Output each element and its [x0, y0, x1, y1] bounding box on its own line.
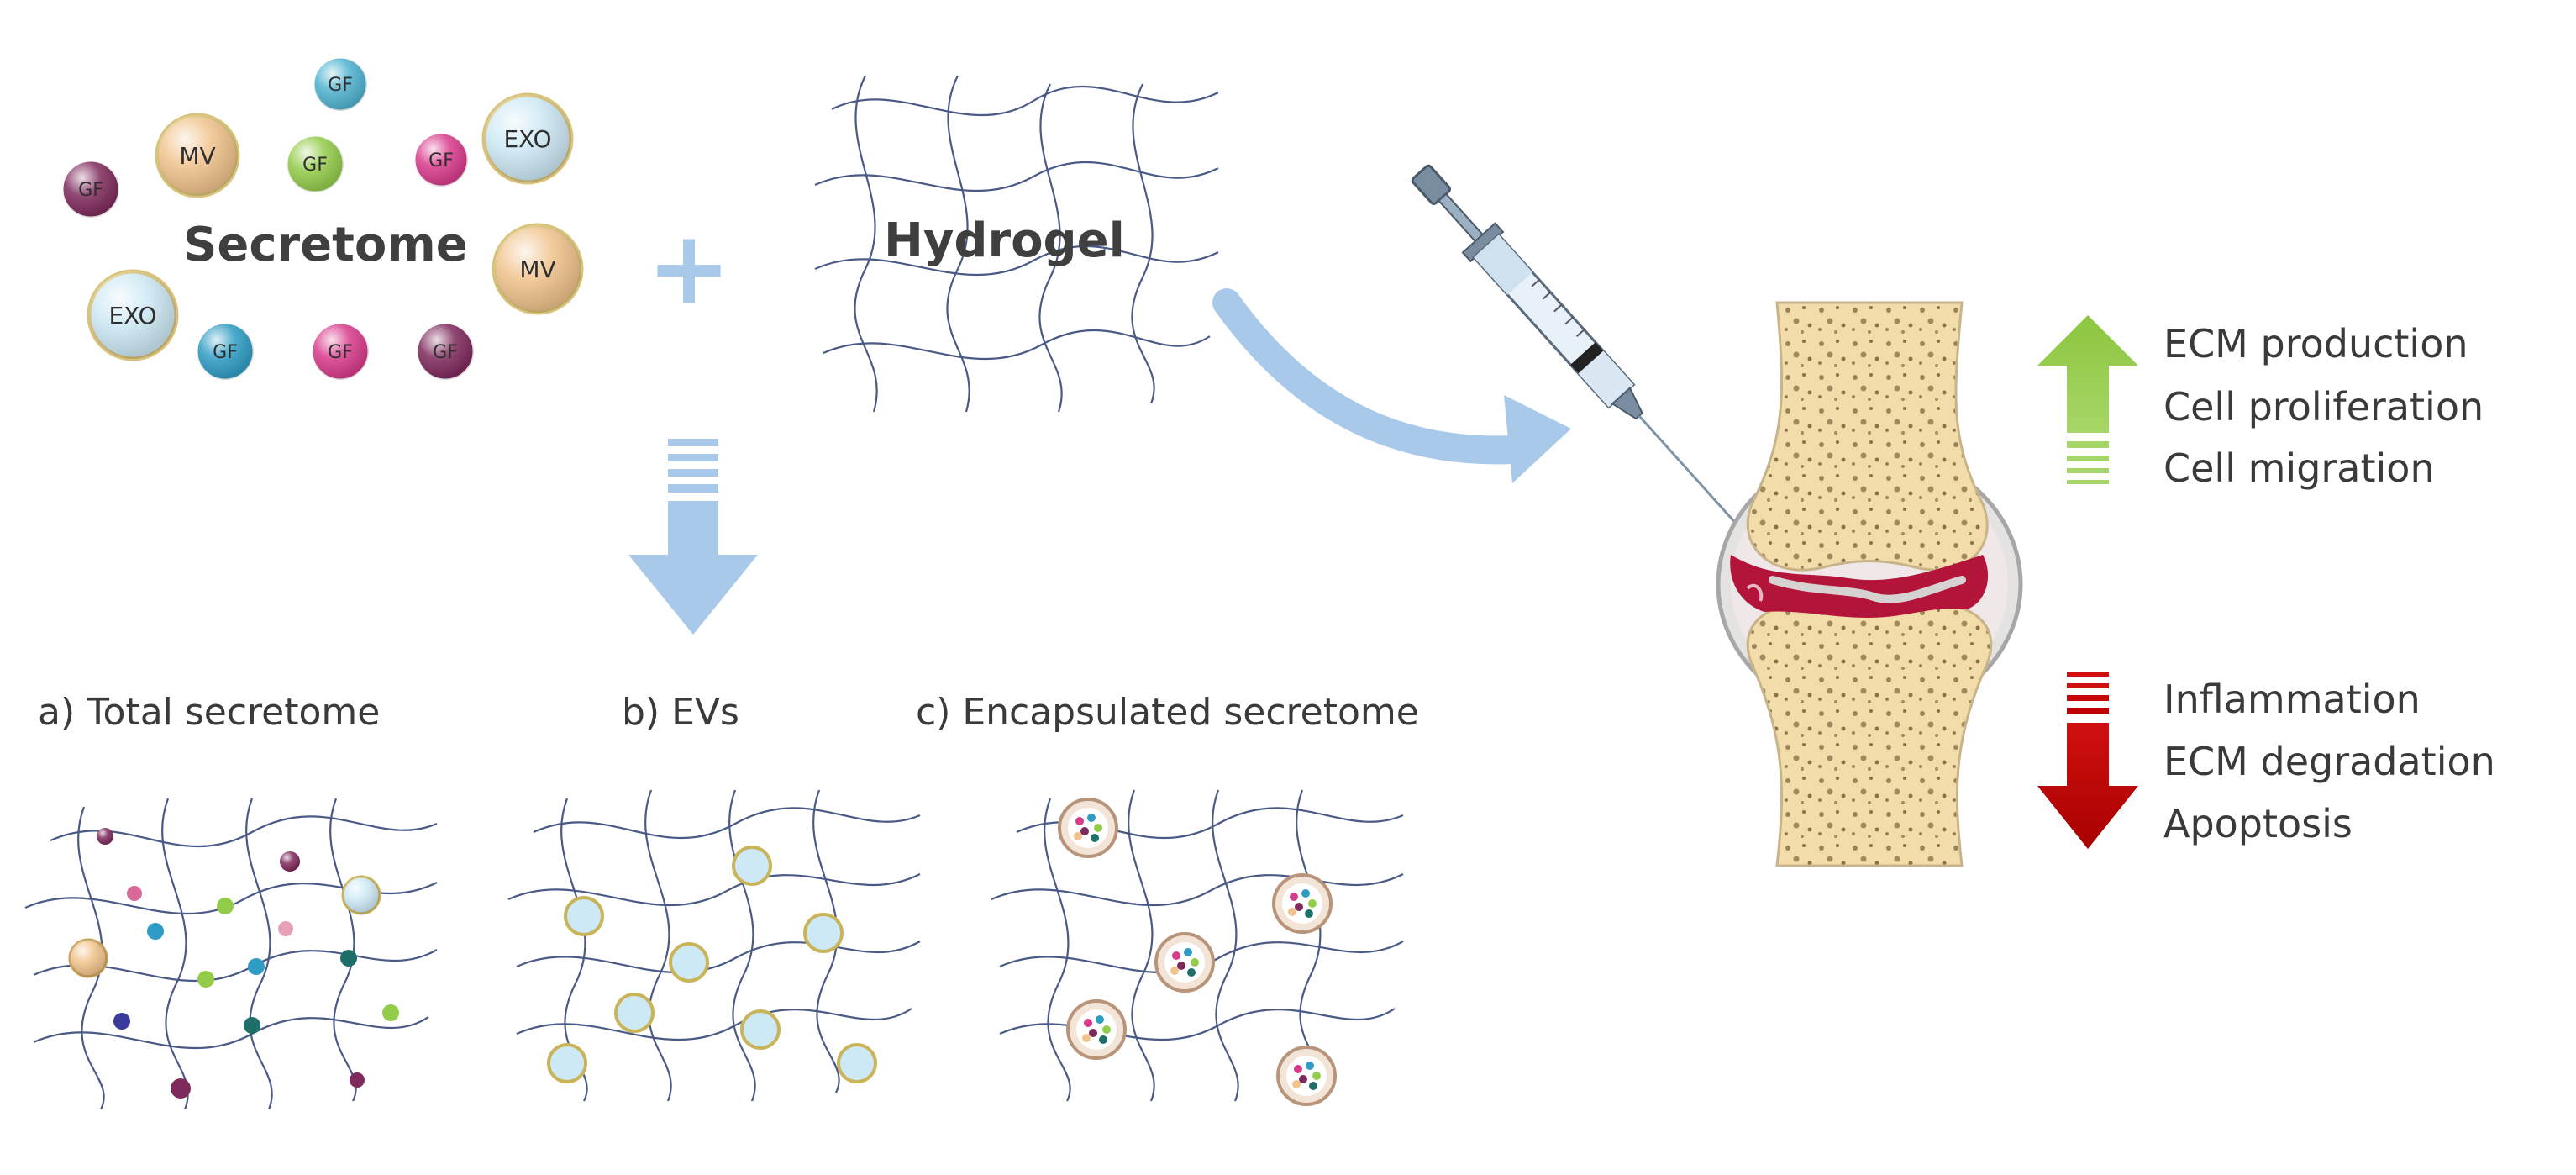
- variant-c-capsules: [1058, 798, 1337, 1106]
- secretome-particle-gf: GF: [60, 159, 121, 219]
- secretome-particle-label: GF: [302, 155, 328, 176]
- secretome-particle-label: GF: [78, 180, 103, 201]
- secretome-particle-label: GF: [433, 342, 458, 363]
- secretome-particle-gf: GF: [310, 321, 371, 382]
- secretome-particle-gf: GF: [285, 134, 345, 194]
- variant-b-label: b) EVs: [622, 691, 739, 734]
- syringe-icon: [1411, 164, 1769, 561]
- secretome-particle-gf: GF: [413, 131, 470, 188]
- capsule: [1058, 798, 1118, 858]
- secretome-cluster: GF MV GF GF EXO GF MV EXO GF GF GF: [60, 55, 584, 382]
- secretome-particle-label: MV: [179, 142, 215, 170]
- variant-b-vesicles: [547, 846, 877, 1083]
- hydrogel-mesh: [814, 75, 1219, 413]
- down-flow-arrow: [628, 439, 758, 635]
- secretome-particle-label: GF: [328, 342, 353, 363]
- capsule: [1066, 999, 1127, 1060]
- effect-inflammation: Inflammation: [2163, 677, 2421, 722]
- hydrogel-title: Hydrogel: [884, 213, 1125, 268]
- effect-cell-proliferation: Cell proliferation: [2163, 384, 2484, 429]
- capsule: [1276, 1046, 1337, 1106]
- secretome-particle-label: GF: [213, 342, 238, 363]
- secretome-particle-exo: EXO: [87, 269, 179, 361]
- effect-ecm-degradation: ECM degradation: [2163, 739, 2495, 784]
- capsule: [1272, 873, 1333, 934]
- secretome-particle-label: MV: [519, 256, 555, 283]
- plus-sign: +: [647, 210, 732, 327]
- secretome-particle-gf: GF: [195, 321, 255, 382]
- knee-joint-illustration: [1716, 301, 2023, 867]
- secretome-particle-label: GF: [428, 150, 454, 171]
- secretome-particle-mv: MV: [155, 113, 240, 198]
- secretome-particle-label: EXO: [108, 302, 156, 329]
- secretome-particle-mv: MV: [492, 223, 584, 315]
- capsule: [1154, 932, 1215, 993]
- secretome-particle-exo: EXO: [481, 92, 574, 185]
- variant-c-label: c) Encapsulated secretome: [916, 691, 1419, 734]
- increase-arrow: [2037, 315, 2138, 484]
- secretome-particle-gf: GF: [415, 321, 476, 382]
- variant-a-particles: [68, 828, 399, 1099]
- effect-ecm-production: ECM production: [2163, 321, 2468, 366]
- secretome-title: Secretome: [183, 218, 468, 272]
- secretome-particle-label: GF: [328, 75, 353, 96]
- effect-cell-migration: Cell migration: [2163, 445, 2435, 491]
- secretome-particle-gf: GF: [312, 55, 369, 113]
- curved-flow-arrow: [1212, 288, 1571, 483]
- effect-apoptosis: Apoptosis: [2163, 801, 2353, 846]
- variant-a-label: a) Total secretome: [38, 691, 380, 734]
- secretome-particle-label: EXO: [503, 125, 551, 153]
- decrease-arrow: [2037, 672, 2138, 849]
